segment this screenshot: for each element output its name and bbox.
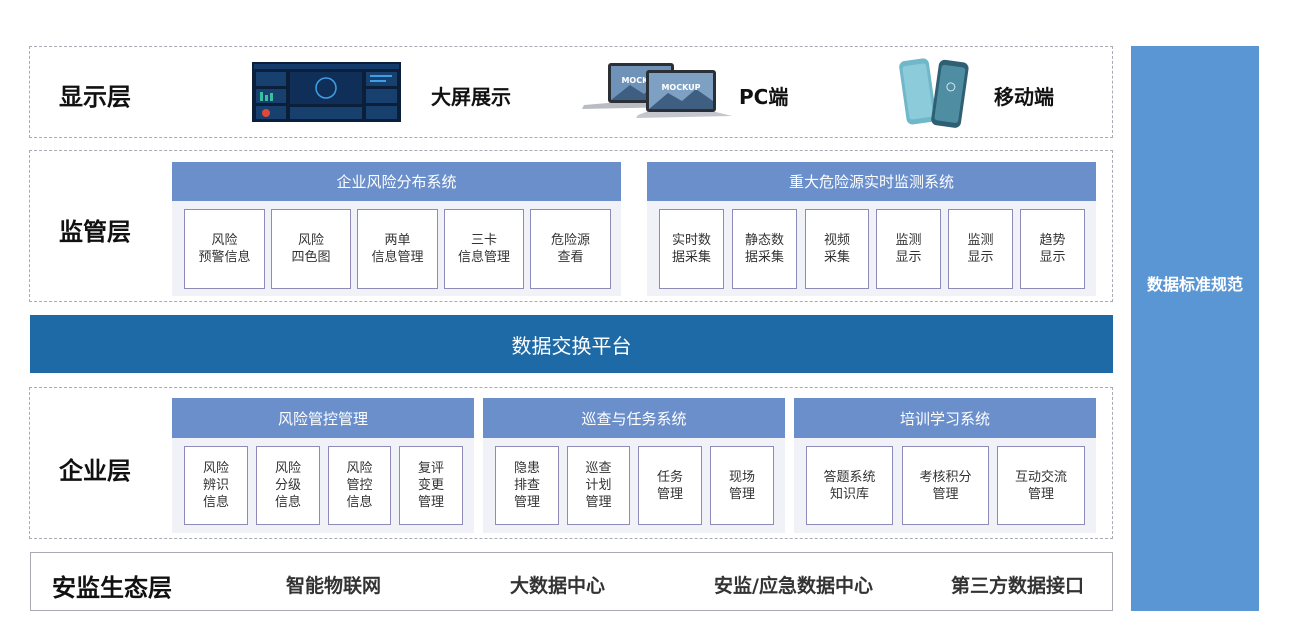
data-standards-bar: 数据标准规范 bbox=[1131, 46, 1259, 611]
data-standards-label: 数据标准规范 bbox=[1146, 274, 1243, 294]
pc-label: PC端 bbox=[739, 85, 789, 109]
module-card: 复评 变更 管理 bbox=[399, 446, 463, 525]
module-card: 风险 辨识 信息 bbox=[184, 446, 248, 525]
mobile-label: 移动端 bbox=[994, 85, 1054, 109]
module-card: 危险源 查看 bbox=[530, 209, 611, 289]
module-card: 静态数 据采集 bbox=[732, 209, 797, 289]
display-layer bbox=[29, 46, 1113, 138]
module-card: 风险 管控 信息 bbox=[328, 446, 391, 525]
module-card: 监测 显示 bbox=[876, 209, 941, 289]
svg-text:MOCKUP: MOCKUP bbox=[621, 76, 660, 85]
module-card: 风险 四色图 bbox=[271, 209, 351, 289]
module-card: 实时数 据采集 bbox=[659, 209, 724, 289]
supervision-layer bbox=[29, 150, 1113, 302]
enterprise-layer bbox=[29, 387, 1113, 539]
module-card: 三卡 信息管理 bbox=[444, 209, 524, 289]
ecology-item-iot: 智能物联网 bbox=[286, 575, 382, 597]
module-card: 任务 管理 bbox=[638, 446, 702, 525]
ecology-layer bbox=[30, 552, 1113, 611]
laptop-mockup-image: MOCKUP MOCKUP bbox=[580, 59, 735, 121]
system-header-inspection-task: 巡查与任务系统 bbox=[483, 398, 785, 438]
module-card: 考核积分 管理 bbox=[902, 446, 989, 525]
module-card: 答题系统 知识库 bbox=[806, 446, 893, 525]
module-card: 风险 分级 信息 bbox=[256, 446, 320, 525]
system-header-major-hazard-monitoring: 重大危险源实时监测系统 bbox=[647, 162, 1096, 201]
ecology-item-big-data-center: 大数据中心 bbox=[510, 575, 606, 597]
module-card: 巡查 计划 管理 bbox=[567, 446, 630, 525]
system-header-training: 培训学习系统 bbox=[794, 398, 1096, 438]
dashboard-screen-image bbox=[252, 62, 401, 122]
module-card: 监测 显示 bbox=[948, 209, 1013, 289]
ecology-item-emergency-data-center: 安监/应急数据中心 bbox=[714, 575, 873, 597]
mobile-phones-image bbox=[897, 55, 977, 131]
big-screen-label: 大屏展示 bbox=[431, 85, 511, 109]
ecology-layer-title: 安监生态层 bbox=[52, 574, 172, 602]
enterprise-layer-title: 企业层 bbox=[59, 457, 131, 485]
supervision-layer-title: 监管层 bbox=[59, 218, 131, 246]
ecology-item-third-party-interface: 第三方数据接口 bbox=[951, 575, 1085, 597]
module-card: 隐患 排查 管理 bbox=[495, 446, 559, 525]
svg-text:MOCKUP: MOCKUP bbox=[661, 83, 700, 92]
data-exchange-platform-label: 数据交换平台 bbox=[511, 333, 632, 358]
module-card: 趋势 显示 bbox=[1020, 209, 1085, 289]
module-card: 风险 预警信息 bbox=[184, 209, 265, 289]
system-header-risk-control: 风险管控管理 bbox=[172, 398, 474, 438]
data-exchange-platform-bar: 数据交换平台 bbox=[30, 315, 1113, 373]
module-card: 视频 采集 bbox=[805, 209, 869, 289]
module-card: 互动交流 管理 bbox=[997, 446, 1085, 525]
module-card: 现场 管理 bbox=[710, 446, 774, 525]
module-card: 两单 信息管理 bbox=[357, 209, 438, 289]
display-layer-title: 显示层 bbox=[59, 83, 131, 111]
system-header-risk-distribution: 企业风险分布系统 bbox=[172, 162, 621, 201]
